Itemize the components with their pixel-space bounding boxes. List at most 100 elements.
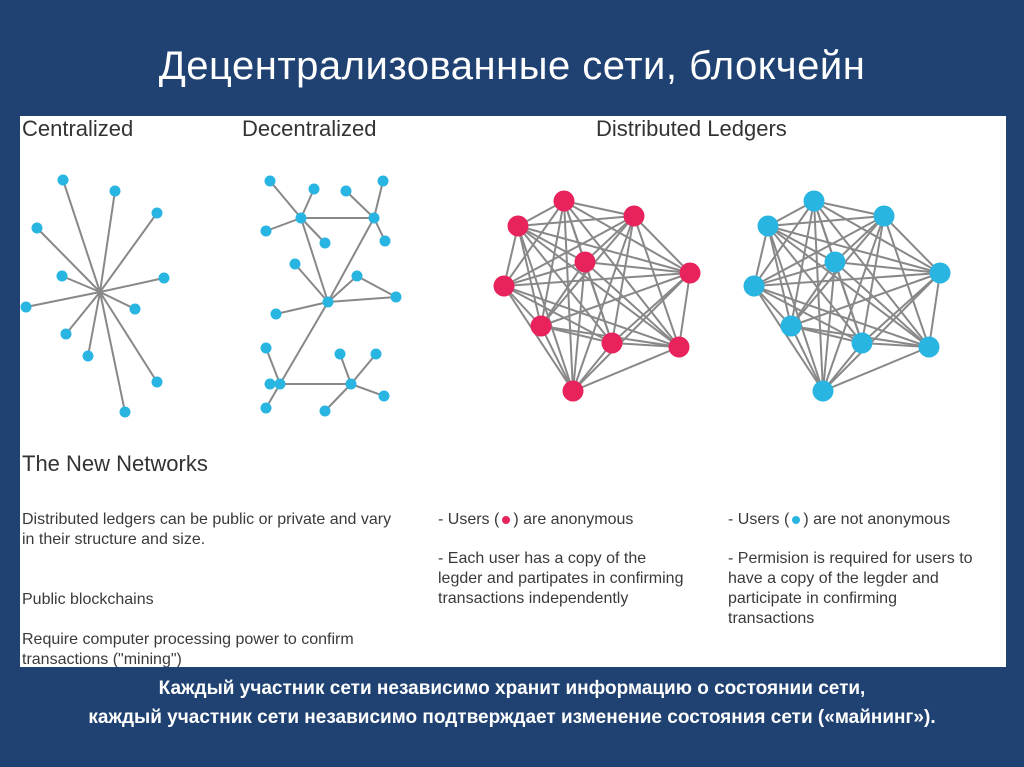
ledger-node: [780, 315, 802, 337]
network-node: [158, 272, 170, 284]
spoke-edge: [99, 291, 136, 310]
spoke-edge: [99, 212, 158, 293]
ledger-edge: [861, 272, 941, 344]
ledger-node: [929, 262, 951, 284]
ledger-edge: [813, 200, 824, 392]
network-node: [151, 207, 163, 219]
ledger-edge: [503, 200, 565, 287]
network-edge: [356, 275, 397, 298]
ledger-edge: [753, 261, 836, 287]
network-node: [264, 175, 276, 187]
network-node: [308, 183, 320, 195]
network-edge: [324, 383, 352, 412]
ledger-edge: [767, 225, 836, 263]
ledger-edge: [503, 215, 635, 287]
ledger-node: [679, 262, 701, 284]
ledger-node: [757, 215, 779, 237]
public-blockchains-text: Public blockchains: [22, 591, 154, 608]
ledger-edge: [753, 272, 941, 287]
ledger-node: [562, 380, 584, 402]
network-node: [289, 258, 301, 270]
ledger-edge: [563, 200, 635, 217]
network-node: [322, 296, 334, 308]
ledger-node: [812, 380, 834, 402]
network-node: [368, 212, 380, 224]
ledger-edge: [584, 261, 691, 274]
network-node: [129, 303, 141, 315]
ledger-node: [530, 315, 552, 337]
ledger-node: [507, 215, 529, 237]
network-edge: [300, 217, 329, 303]
ledger-edge: [540, 325, 613, 344]
network-node: [264, 378, 276, 390]
anon-post: ) are anonymous: [513, 511, 634, 528]
network-node: [260, 342, 272, 354]
ledger-edge: [517, 225, 680, 348]
ledger-node: [873, 205, 895, 227]
ledger-node: [493, 275, 515, 297]
ledger-edge: [517, 215, 635, 227]
ledger-edge: [790, 261, 836, 327]
ledger-edge: [767, 225, 941, 274]
ledger-node: [623, 205, 645, 227]
ledger-edge: [678, 272, 691, 348]
ledger-edge: [753, 215, 885, 287]
decentralized-label: Decentralized: [242, 116, 377, 141]
ledger-edge: [503, 261, 586, 287]
ledger-edge: [540, 325, 574, 392]
permission-text: - Permision is required for users to hav…: [728, 550, 973, 627]
ledger-edge: [563, 200, 680, 348]
ledger-edge: [584, 215, 635, 263]
ledger-edge: [767, 225, 863, 344]
ledger-node: [803, 190, 825, 212]
network-node: [270, 308, 282, 320]
caption: Каждый участник сети независимо хранит и…: [0, 674, 1024, 732]
ledger-node: [824, 251, 846, 273]
ledger-edge: [503, 285, 680, 348]
ledger-edge: [822, 346, 930, 392]
ledger-edge: [503, 272, 691, 287]
spoke-edge: [99, 291, 158, 383]
ledger-node: [743, 275, 765, 297]
ledger-edge: [767, 225, 930, 348]
ledger-node: [601, 332, 623, 354]
ledger-node: [668, 336, 690, 358]
ledger-edge: [883, 215, 941, 274]
anon-pre: - Users (: [438, 511, 500, 528]
ledger-edge: [928, 272, 941, 348]
network-node: [377, 175, 389, 187]
ledger-edge: [822, 272, 941, 392]
spoke-edge: [99, 190, 116, 293]
network-node: [390, 291, 402, 303]
notanon-pre: - Users (: [728, 511, 790, 528]
network-edge: [327, 275, 358, 303]
network-edge: [294, 263, 329, 303]
network-edge: [327, 217, 375, 303]
network-edge: [327, 296, 397, 303]
caption-line-2: каждый участник сети независимо подтверж…: [88, 707, 936, 728]
ledger-edge: [883, 215, 930, 348]
ledger-edge: [584, 261, 613, 344]
ledger-edge: [572, 272, 691, 392]
ledger-edge: [790, 325, 863, 344]
ledger-edge: [767, 215, 885, 227]
diagram-panel: Centralized Decentralized Distributed Le…: [20, 116, 1006, 667]
network-node: [334, 348, 346, 360]
network-edge: [269, 180, 302, 219]
caption-line-1: Каждый участник сети независимо хранит и…: [158, 678, 866, 699]
slide-title: Децентрализованные сети, блокчейн: [158, 44, 866, 88]
ledger-node: [574, 251, 596, 273]
ledger-edge: [834, 261, 941, 274]
network-edge: [350, 353, 377, 385]
spoke-edge: [62, 179, 101, 293]
ledger-edge: [767, 225, 792, 327]
ledger-edge: [834, 261, 930, 348]
distributed-ledger-permissioned: [743, 190, 951, 402]
ledger-edge: [517, 225, 542, 327]
anonymous-users-text: - Users ( ) are anonymous: [438, 510, 718, 530]
ledger-edge: [753, 285, 824, 392]
ledger-edge: [834, 261, 863, 344]
network-node: [57, 174, 69, 186]
spoke-edge: [61, 275, 101, 293]
ledger-edge: [572, 346, 680, 392]
